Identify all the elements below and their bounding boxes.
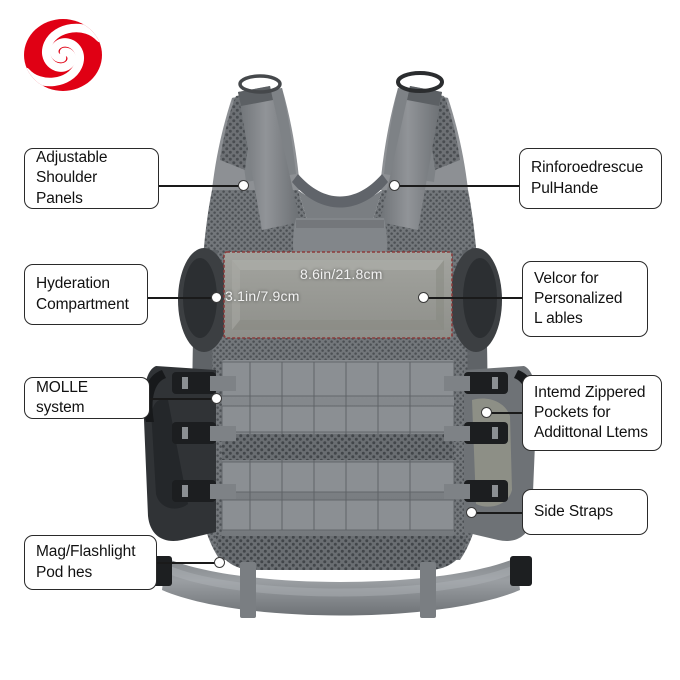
- product-photo-tactical-vest: [120, 70, 560, 630]
- leader-line-shoulder-panels: [159, 185, 245, 187]
- callout-label-adjustable-shoulder-panels: Adjustable Shoulder Panels: [36, 149, 108, 207]
- dimension-width-label: 8.6in/21.8cm: [300, 266, 383, 282]
- leader-line-hydration: [148, 297, 218, 299]
- molle-webbing: [221, 360, 455, 536]
- marker-dot-velcro: [418, 292, 429, 303]
- dimension-height-label: 3.1in/7.9cm: [225, 288, 300, 304]
- buckles: [172, 372, 508, 502]
- brand-logo: [22, 16, 104, 94]
- marker-dot-zippered-pockets: [481, 407, 492, 418]
- callout-label-hydration-compartment: Hyderation Compartment: [36, 275, 129, 313]
- waist-belt: [150, 556, 532, 618]
- leader-line-zippered-pockets: [487, 412, 523, 414]
- velcro-patch: [223, 251, 453, 339]
- callout-label-side-straps: Side Straps: [534, 502, 614, 520]
- leader-line-velcro: [425, 297, 523, 299]
- marker-dot-side-straps: [466, 507, 477, 518]
- leader-line-rescue-handle: [396, 185, 520, 187]
- callout-label-mag-flashlight-pouches: Mag/Flashlight Pod hes: [36, 543, 136, 581]
- callout-label-internal-zippered-pockets: Intemd Zippered Pockets for Addittonal L…: [534, 383, 648, 442]
- callout-label-reinforced-rescue-pull-handle: Rinforoedrescue PulHande: [531, 159, 644, 197]
- leader-line-mag-pouches: [157, 562, 221, 564]
- callout-internal-zippered-pockets[interactable]: Intemd Zippered Pockets for Addittonal L…: [522, 375, 662, 451]
- leader-line-side-straps: [472, 512, 523, 514]
- callout-hydration-compartment[interactable]: Hyderation Compartment: [24, 264, 148, 325]
- marker-dot-molle: [211, 393, 222, 404]
- marker-dot-hydration: [211, 292, 222, 303]
- callout-molle-system[interactable]: MOLLE system: [24, 377, 150, 419]
- callout-reinforced-rescue-pull-handle[interactable]: Rinforoedrescue PulHande: [519, 148, 662, 209]
- callout-adjustable-shoulder-panels[interactable]: Adjustable Shoulder Panels: [24, 148, 159, 209]
- marker-dot-mag-pouches: [214, 557, 225, 568]
- callout-side-straps[interactable]: Side Straps: [522, 489, 648, 535]
- callout-mag-flashlight-pouches[interactable]: Mag/Flashlight Pod hes: [24, 535, 157, 590]
- marker-dot-rescue-handle: [389, 180, 400, 191]
- marker-dot-shoulder-panels: [238, 180, 249, 191]
- callout-label-molle-system: MOLLE system: [36, 378, 89, 416]
- callout-label-velcro-personalized-labels: Velcor for Personalized L ables: [534, 269, 623, 328]
- leader-line-molle: [150, 398, 218, 400]
- spiral-icon: [24, 19, 102, 91]
- callout-velcro-personalized-labels[interactable]: Velcor for Personalized L ables: [522, 261, 648, 337]
